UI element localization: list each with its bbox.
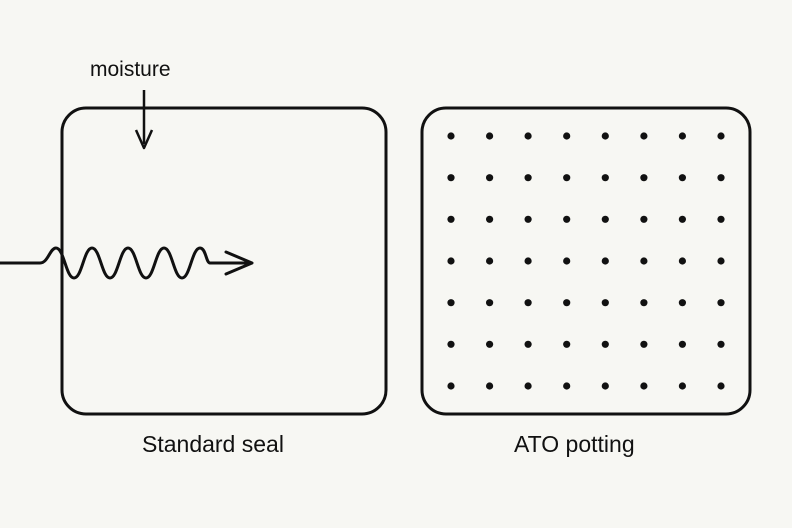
potting-dot <box>601 132 609 140</box>
potting-dot <box>601 382 609 390</box>
potting-dot <box>447 257 455 265</box>
potting-dot <box>563 174 571 182</box>
potting-dot <box>486 299 494 307</box>
potting-dot <box>640 174 648 182</box>
potting-dot <box>717 174 725 182</box>
potting-dot <box>563 382 571 390</box>
potting-dot <box>486 174 494 182</box>
potting-dot <box>563 132 571 140</box>
potting-dot <box>601 174 609 182</box>
potting-dot <box>486 257 494 265</box>
potting-dot <box>678 382 687 390</box>
potting-dot <box>447 174 455 182</box>
potting-dot <box>678 257 687 265</box>
potting-dot <box>486 132 494 140</box>
potting-dot <box>447 132 455 140</box>
potting-dot <box>447 215 455 223</box>
standard-seal-enclosure <box>60 106 388 416</box>
moisture-wave-arrow-head <box>224 250 254 276</box>
potting-dot <box>640 340 648 348</box>
moisture-label: moisture <box>90 58 171 81</box>
potting-dot <box>678 299 687 307</box>
potting-dot <box>524 340 532 348</box>
potting-dot <box>486 382 494 390</box>
potting-dot <box>678 174 687 182</box>
potting-dot <box>524 215 532 223</box>
potting-dot <box>524 299 532 307</box>
potting-dot <box>486 340 494 348</box>
potting-dot <box>717 299 725 307</box>
potting-dot <box>447 299 455 307</box>
potting-dot <box>640 215 648 223</box>
potting-dot <box>524 132 532 140</box>
potting-dot <box>717 340 725 348</box>
potting-dot <box>678 340 687 348</box>
potting-dot <box>717 132 725 140</box>
potting-dot <box>563 215 571 223</box>
ato-potting-enclosure <box>420 106 752 416</box>
potting-dot <box>640 132 648 140</box>
potting-dot <box>601 257 609 265</box>
potting-dot <box>717 257 725 265</box>
potting-dot <box>640 257 648 265</box>
potting-dot <box>601 340 609 348</box>
potting-dot <box>563 340 571 348</box>
potting-dot <box>447 340 455 348</box>
potting-dot <box>601 215 609 223</box>
moisture-arrow-head <box>134 129 154 150</box>
potting-dot <box>640 382 648 390</box>
potting-dot <box>563 299 571 307</box>
potting-dot <box>717 215 725 223</box>
potting-dot <box>486 215 494 223</box>
potting-dot <box>717 382 725 390</box>
potting-dot <box>640 299 648 307</box>
ato-potting-caption: ATO potting <box>514 431 635 457</box>
potting-dot <box>601 299 609 307</box>
potting-dot <box>524 257 532 265</box>
potting-dot <box>678 132 687 140</box>
potting-dot <box>678 215 687 223</box>
potting-dot <box>447 382 455 390</box>
standard-seal-caption: Standard seal <box>142 431 284 457</box>
potting-dot <box>524 174 532 182</box>
moisture-wave-path <box>0 246 250 280</box>
potting-dot-grid <box>447 132 725 390</box>
potting-dot <box>524 382 532 390</box>
potting-dot <box>563 257 571 265</box>
